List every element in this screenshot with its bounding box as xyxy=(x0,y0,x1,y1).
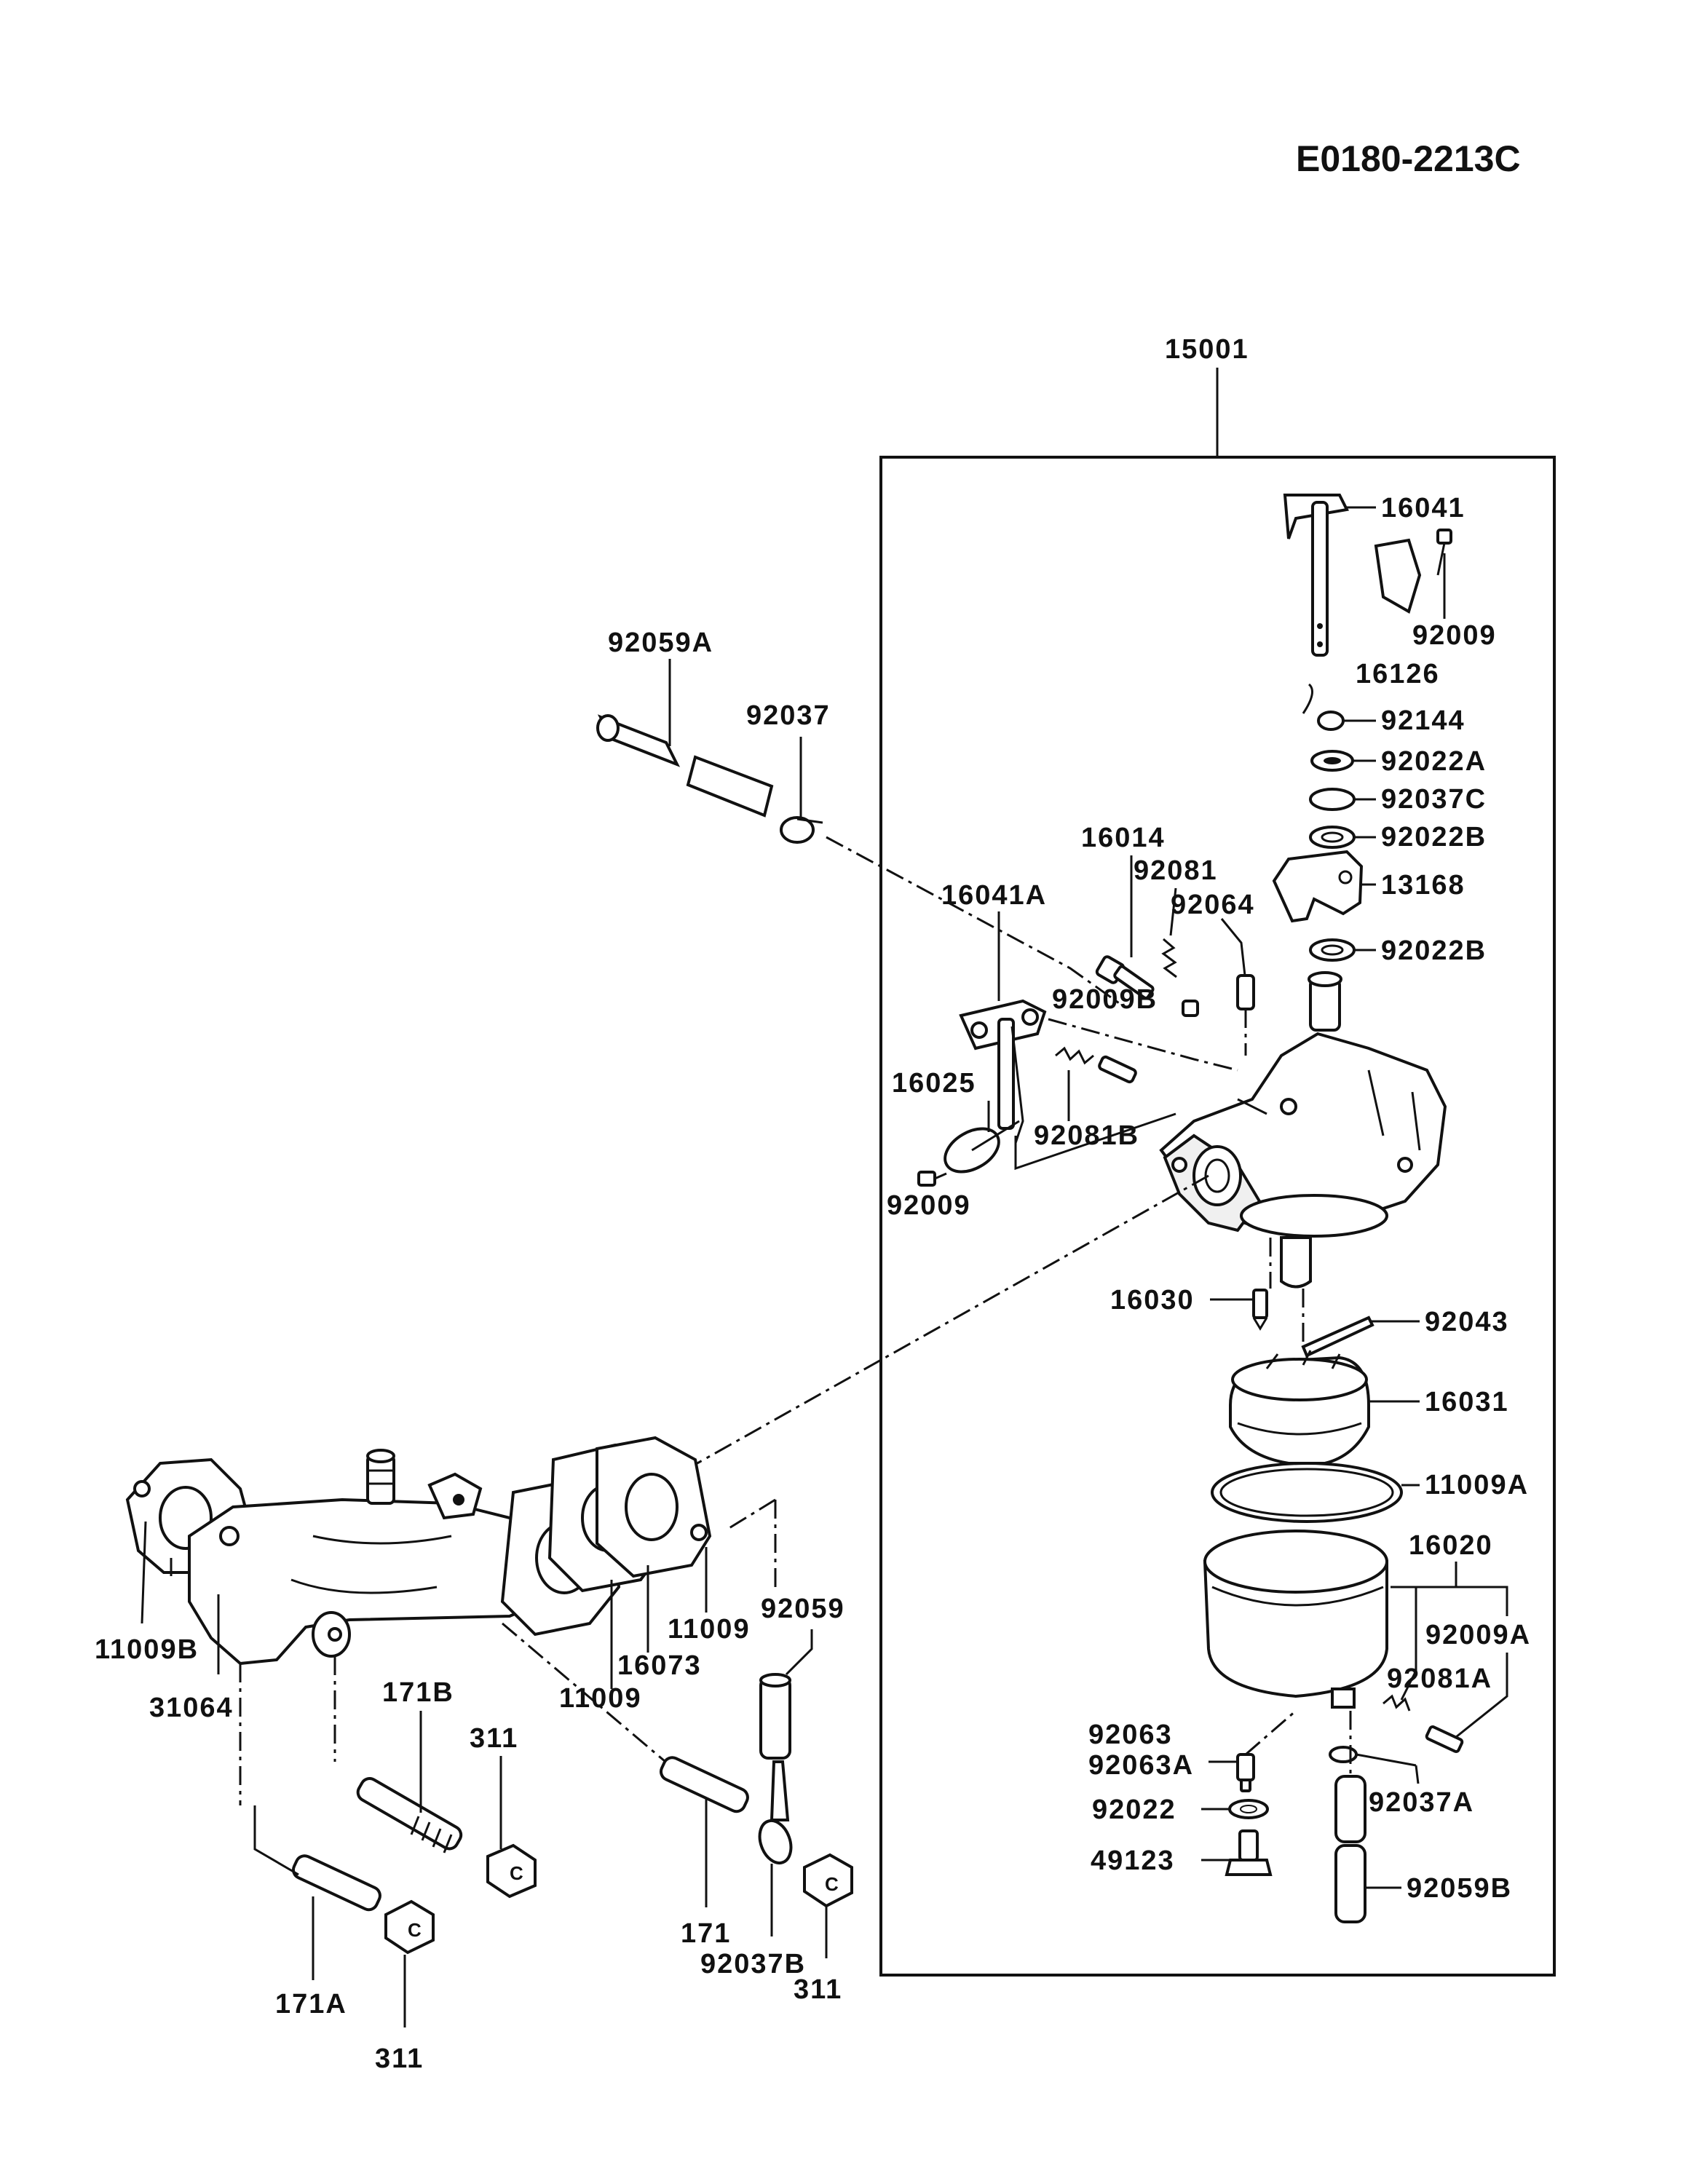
carburetor-body xyxy=(1159,971,1447,1289)
nut-311-c: C xyxy=(803,1853,853,1908)
fuel-tube-92059A xyxy=(596,714,774,818)
label-92009B: 92009B xyxy=(1052,984,1158,1015)
svg-text:C: C xyxy=(510,1862,523,1884)
label-92064: 92064 xyxy=(1171,890,1255,920)
label-171A: 171A xyxy=(275,1989,347,2019)
label-92081B: 92081B xyxy=(1034,1120,1139,1151)
label-171: 171 xyxy=(681,1918,731,1949)
stud-171A xyxy=(291,1854,381,1912)
screw-92009A xyxy=(1425,1725,1464,1753)
stud-171 xyxy=(659,1756,749,1813)
label-92022: 92022 xyxy=(1092,1795,1176,1825)
label-16030: 16030 xyxy=(1110,1285,1195,1315)
label-92059: 92059 xyxy=(761,1594,845,1624)
label-311-lower: 311 xyxy=(375,2043,424,2074)
label-11009-lower: 11009 xyxy=(559,1683,642,1714)
float-bowl-16020 xyxy=(1203,1530,1388,1709)
tube-92059 xyxy=(759,1673,791,1760)
clip-92037A xyxy=(1329,1746,1417,1767)
label-11009-upper: 11009 xyxy=(668,1614,751,1645)
bolt-49123 xyxy=(1225,1829,1273,1876)
label-171B: 171B xyxy=(382,1677,454,1708)
label-311-right: 311 xyxy=(794,1974,842,2005)
screw-92009B xyxy=(1182,1000,1199,1017)
label-11009B: 11009B xyxy=(95,1634,199,1665)
label-92022B-upper: 92022B xyxy=(1381,822,1487,852)
jet-92063 xyxy=(1236,1753,1255,1792)
label-16041A: 16041A xyxy=(941,880,1047,911)
choke-shaft-part xyxy=(1283,494,1349,657)
spring-92081A xyxy=(1383,1694,1411,1712)
label-16031: 16031 xyxy=(1425,1387,1509,1417)
label-16025: 16025 xyxy=(892,1068,976,1099)
label-92063A: 92063A xyxy=(1088,1750,1194,1781)
label-92022B-lower: 92022B xyxy=(1381,935,1487,966)
label-92059B: 92059B xyxy=(1407,1873,1512,1904)
label-16020: 16020 xyxy=(1409,1530,1493,1561)
label-92037C: 92037C xyxy=(1381,784,1487,815)
ring-92037C xyxy=(1309,788,1356,811)
spring-92144 xyxy=(1302,683,1345,731)
nut-311-b: C xyxy=(384,1899,435,1955)
screw-92064 xyxy=(1236,974,1255,1010)
screw-16014 xyxy=(1095,955,1155,1000)
drain-tube-92059B xyxy=(1334,1775,1366,1923)
nut-311-a: C xyxy=(486,1843,537,1899)
label-92043: 92043 xyxy=(1425,1307,1509,1337)
label-92063: 92063 xyxy=(1088,1720,1173,1750)
label-92009-left: 92009 xyxy=(887,1190,971,1221)
label-16126: 16126 xyxy=(1356,659,1440,689)
gasket-ring-11009A xyxy=(1211,1462,1403,1523)
clip-92037B xyxy=(758,1760,793,1865)
label-92037: 92037 xyxy=(746,700,831,731)
label-92009A: 92009A xyxy=(1425,1620,1531,1650)
svg-text:C: C xyxy=(825,1873,839,1895)
label-92037B: 92037B xyxy=(700,1949,806,1979)
svg-text:C: C xyxy=(408,1919,422,1941)
label-92009-top: 92009 xyxy=(1412,620,1497,651)
label-92081: 92081 xyxy=(1134,855,1218,886)
lever-13168 xyxy=(1272,850,1364,923)
label-92037A: 92037A xyxy=(1369,1787,1474,1818)
choke-plate-part xyxy=(1374,538,1422,614)
label-92059A: 92059A xyxy=(608,628,713,658)
float-16031 xyxy=(1229,1350,1370,1483)
label-16014: 16014 xyxy=(1081,823,1166,853)
label-311-upper: 311 xyxy=(470,1723,518,1754)
clamp-92037 xyxy=(780,816,823,844)
label-92022A: 92022A xyxy=(1381,746,1487,777)
needle-16030 xyxy=(1252,1289,1268,1331)
screw-92009-left xyxy=(917,1171,947,1187)
pin-92043 xyxy=(1301,1315,1374,1358)
label-92081A: 92081A xyxy=(1387,1663,1492,1694)
document-code: E0180-2213C xyxy=(1296,138,1521,179)
label-49123: 49123 xyxy=(1091,1845,1175,1876)
label-13168: 13168 xyxy=(1381,870,1465,901)
label-16041: 16041 xyxy=(1381,493,1465,523)
screw-92009-top xyxy=(1436,529,1452,576)
stud-171B xyxy=(356,1777,463,1853)
spring-92081 xyxy=(1161,938,1177,978)
plate-16025 xyxy=(944,1120,1020,1174)
label-16073: 16073 xyxy=(617,1650,702,1681)
intake-manifold-31064 xyxy=(125,1449,570,1666)
gasket-11009-b xyxy=(596,1436,712,1578)
spring-92081B xyxy=(1055,1046,1137,1084)
label-92144: 92144 xyxy=(1381,705,1465,736)
label-11009A: 11009A xyxy=(1425,1470,1529,1500)
label-15001: 15001 xyxy=(1165,334,1249,365)
label-31064: 31064 xyxy=(149,1693,234,1723)
lever-16041A xyxy=(959,999,1047,1144)
